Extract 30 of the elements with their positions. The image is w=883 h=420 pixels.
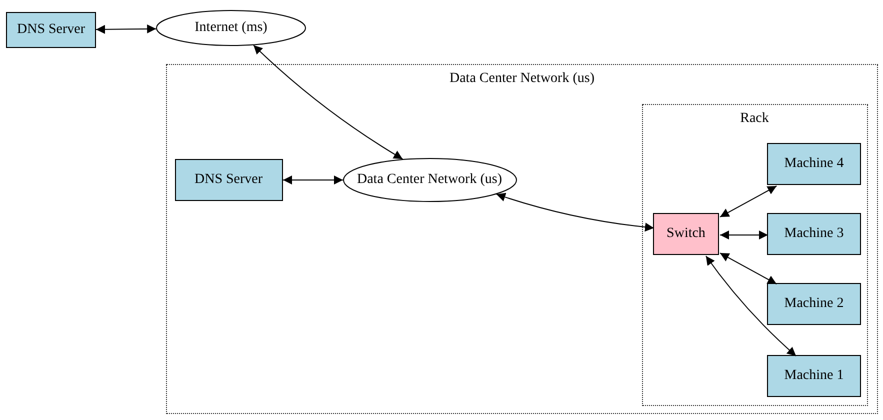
node-label: Machine 2	[784, 296, 844, 312]
connector-arrow	[282, 176, 344, 184]
group-frame	[166, 64, 878, 414]
node-label: Internet (ms)	[194, 20, 268, 36]
node-label: Machine 1	[784, 368, 844, 384]
device-box	[767, 143, 861, 185]
network-ellipse	[342, 158, 516, 202]
group-heading: Data Center Network (us)	[449, 71, 594, 87]
connector-arrow	[96, 24, 157, 34]
connector-arrow	[705, 256, 797, 356]
connector-arrow	[720, 186, 778, 218]
group-heading: Rack	[740, 110, 769, 126]
device-box	[653, 213, 719, 255]
device-box	[767, 213, 861, 255]
connector-arrow	[252, 44, 404, 160]
node-label: Machine 4	[784, 156, 844, 172]
device-box	[767, 355, 861, 397]
node-label: DNS Server	[194, 172, 263, 188]
node-label: Data Center Network (us)	[356, 172, 502, 188]
group-frame	[642, 104, 868, 406]
node-label: DNS Server	[16, 22, 86, 38]
connector-arrow	[496, 192, 654, 232]
device-box	[174, 158, 282, 200]
device-box	[767, 283, 861, 325]
node-label: Machine 3	[784, 226, 844, 242]
device-box	[6, 12, 96, 48]
connector-arrow	[720, 230, 768, 240]
network-ellipse	[156, 10, 306, 46]
node-label: Switch	[666, 226, 706, 242]
connector-arrow	[720, 252, 778, 284]
